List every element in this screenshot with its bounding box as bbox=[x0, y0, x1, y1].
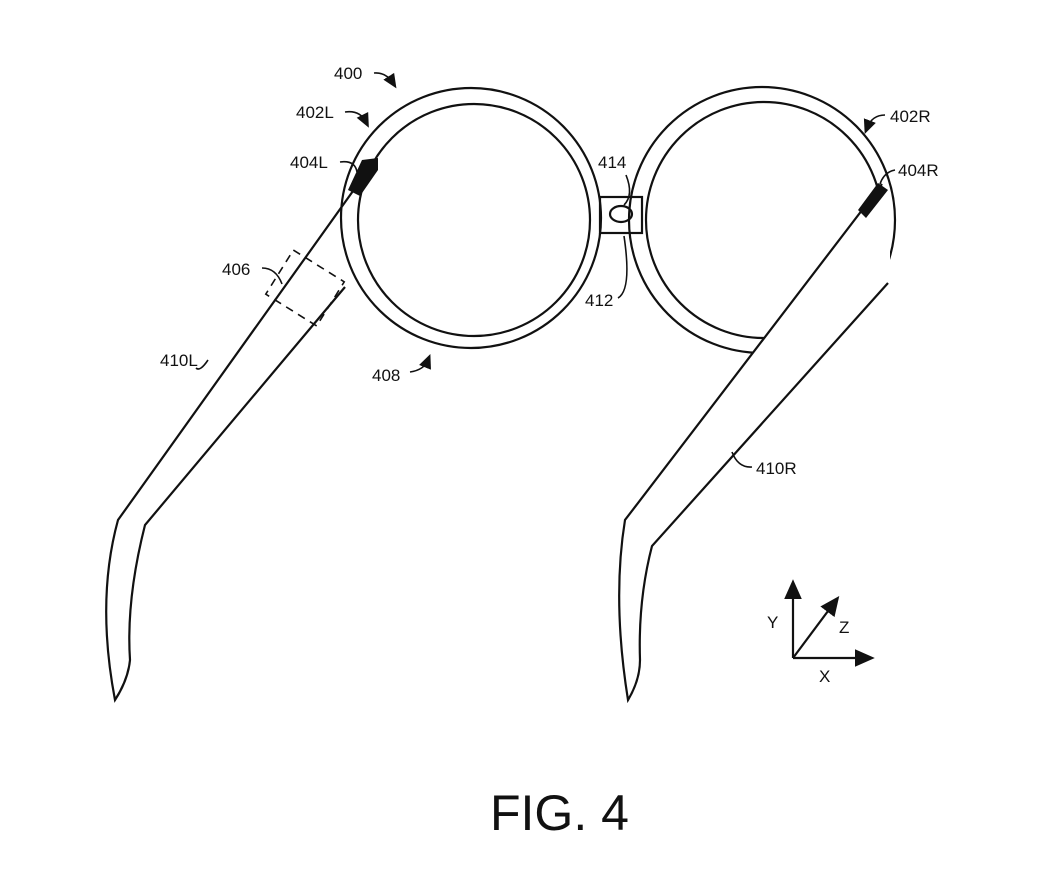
label-414: 414 bbox=[598, 153, 626, 172]
component-406-outline bbox=[264, 248, 346, 328]
bridge bbox=[598, 195, 644, 235]
axis-y-label: Y bbox=[767, 613, 778, 632]
label-402L: 402L bbox=[296, 103, 334, 122]
bridge-sensor bbox=[608, 204, 634, 224]
label-410L: 410L bbox=[160, 351, 198, 370]
label-404R: 404R bbox=[898, 161, 939, 180]
label-408: 408 bbox=[372, 366, 400, 385]
right-temple bbox=[618, 183, 890, 704]
left-temple bbox=[105, 183, 359, 703]
leader-lines bbox=[195, 72, 896, 468]
label-406: 406 bbox=[222, 260, 250, 279]
axis-x-label: X bbox=[819, 667, 830, 686]
figure-caption: FIG. 4 bbox=[490, 785, 629, 841]
right-sensor-mark bbox=[858, 183, 888, 218]
left-sensor-mark bbox=[348, 158, 378, 196]
label-410R: 410R bbox=[756, 459, 797, 478]
label-400: 400 bbox=[334, 64, 362, 83]
left-lens-frame bbox=[339, 86, 603, 350]
label-402R: 402R bbox=[890, 107, 931, 126]
coordinate-axes: Y X Z bbox=[767, 579, 875, 686]
label-404L: 404L bbox=[290, 153, 328, 172]
label-412: 412 bbox=[585, 291, 613, 310]
axis-z-label: Z bbox=[839, 618, 849, 637]
